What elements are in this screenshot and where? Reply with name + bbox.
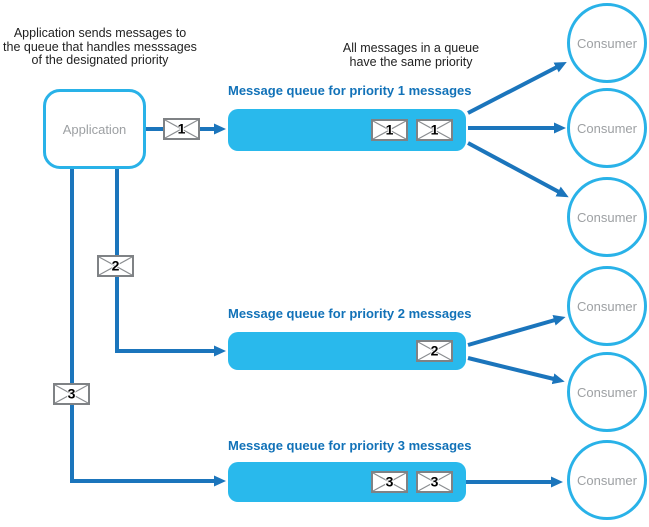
envelope-flap-lines: [418, 473, 451, 491]
application-node: Application: [43, 89, 146, 169]
envelope-priority-number: 2: [430, 342, 439, 359]
queue1-envelope-icon: 1: [416, 119, 453, 141]
queue3-box: 3 3: [228, 462, 466, 502]
envelope-flap-lines: [418, 121, 451, 139]
consumer-node: Consumer: [567, 177, 647, 257]
queue1-title: Message queue for priority 1 messages: [228, 83, 472, 98]
arrow-queue1-to-consumer1: [467, 61, 567, 115]
envelope-priority-number: 3: [385, 473, 394, 490]
envelope-flap-lines: [373, 121, 406, 139]
application-label: Application: [62, 121, 127, 137]
queue3-envelope-icon: 3: [371, 471, 408, 493]
queue3-title: Message queue for priority 3 messages: [228, 438, 472, 453]
queue-note: All messages in a queue have the same pr…: [342, 41, 480, 69]
envelope-priority2-icon: 2: [97, 255, 134, 277]
envelope-priority-number: 1: [177, 120, 186, 137]
consumer-node: Consumer: [567, 3, 647, 83]
envelope-flap-lines: [373, 473, 406, 491]
envelope-priority3-icon: 3: [53, 383, 90, 405]
consumer-node: Consumer: [567, 352, 647, 432]
envelope-priority-number: 1: [385, 121, 394, 138]
consumer-node: Consumer: [567, 266, 647, 346]
arrow-queue1-to-consumer3: [467, 141, 569, 198]
queue3-envelope-icon: 3: [416, 471, 453, 493]
arrow-app-to-queue3: [70, 167, 226, 487]
envelope-flap-lines: [418, 342, 451, 360]
consumer-node: Consumer: [567, 440, 647, 520]
queue2-box: 2: [228, 332, 466, 370]
envelope-priority-number: 3: [67, 385, 76, 402]
envelope-flap-lines: [99, 257, 132, 275]
queue1-envelope-icon: 1: [371, 119, 408, 141]
arrow-queue2-to-consumer4: [467, 314, 566, 347]
consumer-label: Consumer: [577, 35, 637, 51]
queue2-envelope-icon: 2: [416, 340, 453, 362]
consumer-label: Consumer: [577, 120, 637, 136]
consumer-label: Consumer: [577, 209, 637, 225]
envelope-priority-number: 1: [430, 121, 439, 138]
envelope-priority-number: 2: [111, 257, 120, 274]
consumer-node: Consumer: [567, 88, 647, 168]
application-note: Application sends messages to the queue …: [3, 26, 197, 67]
envelope-priority1-icon: 1: [163, 118, 200, 140]
consumer-label: Consumer: [577, 298, 637, 314]
envelope-flap-lines: [55, 385, 88, 403]
envelope-priority-number: 3: [430, 473, 439, 490]
queue2-title: Message queue for priority 2 messages: [228, 306, 472, 321]
consumer-label: Consumer: [577, 472, 637, 488]
arrow-app-to-queue2: [115, 167, 226, 357]
arrow-queue2-to-consumer5: [467, 356, 565, 385]
queue1-box: 1 1: [228, 109, 466, 151]
consumer-label: Consumer: [577, 384, 637, 400]
envelope-flap-lines: [165, 120, 198, 138]
